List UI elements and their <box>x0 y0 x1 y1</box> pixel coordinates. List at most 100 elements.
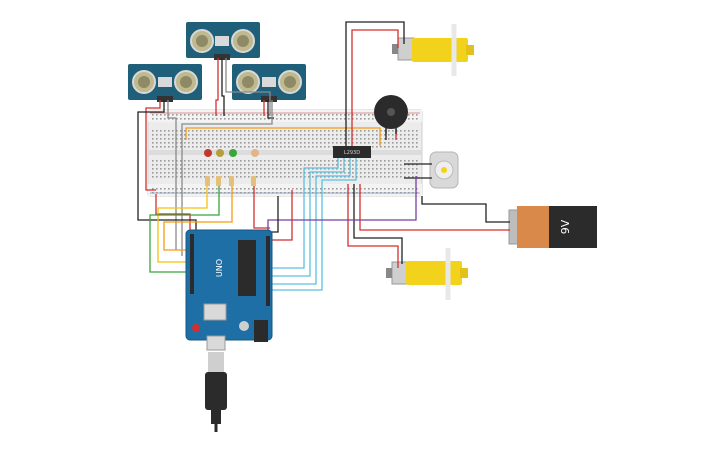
breadboard-hole <box>188 168 190 170</box>
breadboard-hole <box>380 138 382 140</box>
breadboard-hole <box>388 168 390 170</box>
breadboard-hole <box>196 164 198 166</box>
breadboard-hole <box>244 176 246 178</box>
breadboard-hole <box>232 142 234 144</box>
breadboard-hole <box>168 168 170 170</box>
breadboard-hole <box>224 176 226 178</box>
breadboard-hole <box>352 176 354 178</box>
ultrasonic-sensor-left[interactable] <box>128 64 202 102</box>
breadboard-hole <box>372 142 374 144</box>
breadboard-hole <box>248 118 250 120</box>
breadboard-hole <box>208 134 210 136</box>
breadboard-hole <box>332 192 334 194</box>
battery-9v[interactable]: 9V <box>508 206 597 248</box>
breadboard-hole <box>416 172 418 174</box>
breadboard-hole <box>316 146 318 148</box>
breadboard-hole <box>408 176 410 178</box>
arduino-uno-board[interactable]: UNO <box>185 229 273 342</box>
breadboard-hole <box>208 168 210 170</box>
led-red[interactable] <box>204 149 212 157</box>
breadboard-hole <box>268 192 270 194</box>
led-yellow[interactable] <box>216 149 224 157</box>
breadboard-hole <box>320 192 322 194</box>
breadboard-hole <box>276 188 278 190</box>
breadboard-hole <box>164 192 166 194</box>
breadboard-hole <box>336 142 338 144</box>
breadboard-hole <box>372 188 374 190</box>
breadboard-hole <box>196 192 198 194</box>
ultrasonic-sensor-right[interactable] <box>232 64 306 102</box>
breadboard-hole <box>372 114 374 116</box>
breadboard-hole <box>344 114 346 116</box>
breadboard-hole <box>260 192 262 194</box>
breadboard-hole <box>284 118 286 120</box>
breadboard-hole <box>288 118 290 120</box>
breadboard-hole <box>212 176 214 178</box>
breadboard-hole <box>388 138 390 140</box>
breadboard-hole <box>224 134 226 136</box>
breadboard-hole <box>376 192 378 194</box>
breadboard-hole <box>388 134 390 136</box>
breadboard-hole <box>300 168 302 170</box>
breadboard-hole <box>244 172 246 174</box>
breadboard-hole <box>216 188 218 190</box>
breadboard-hole <box>160 192 162 194</box>
breadboard-hole <box>408 172 410 174</box>
breadboard-hole <box>416 168 418 170</box>
led-green[interactable] <box>229 149 237 157</box>
breadboard-hole <box>400 138 402 140</box>
breadboard-hole <box>272 176 274 178</box>
breadboard-hole <box>180 172 182 174</box>
breadboard-hole <box>396 164 398 166</box>
breadboard-hole <box>176 130 178 132</box>
gear-motor-bottom[interactable] <box>386 248 468 300</box>
breadboard-hole <box>316 172 318 174</box>
breadboard-hole <box>408 188 410 190</box>
breadboard-hole <box>216 114 218 116</box>
breadboard-hole <box>248 164 250 166</box>
gear-motor-top[interactable] <box>392 24 474 76</box>
breadboard-hole <box>384 130 386 132</box>
breadboard-hole <box>168 164 170 166</box>
dc-motor[interactable] <box>429 151 459 189</box>
breadboard-hole <box>260 142 262 144</box>
breadboard-hole <box>248 176 250 178</box>
breadboard-hole <box>228 138 230 140</box>
breadboard-hole <box>256 118 258 120</box>
breadboard-hole <box>224 192 226 194</box>
breadboard-hole <box>324 192 326 194</box>
breadboard-hole <box>372 160 374 162</box>
breadboard-hole <box>188 142 190 144</box>
breadboard-hole <box>164 138 166 140</box>
breadboard-hole <box>152 160 154 162</box>
breadboard-hole <box>260 130 262 132</box>
breadboard-hole <box>200 142 202 144</box>
breadboard-hole <box>224 142 226 144</box>
breadboard-hole <box>164 118 166 120</box>
breadboard-hole <box>272 164 274 166</box>
breadboard-hole <box>308 118 310 120</box>
breadboard-hole <box>264 130 266 132</box>
breadboard-hole <box>244 160 246 162</box>
breadboard-hole <box>416 142 418 144</box>
breadboard-hole <box>340 168 342 170</box>
breadboard-hole <box>364 188 366 190</box>
ultrasonic-sensor-top[interactable] <box>186 22 260 60</box>
breadboard-hole <box>404 160 406 162</box>
breadboard-hole <box>372 118 374 120</box>
breadboard-hole <box>384 142 386 144</box>
breadboard-hole <box>300 130 302 132</box>
photoresistor[interactable] <box>251 149 259 157</box>
breadboard-hole <box>284 172 286 174</box>
motor-driver-chip[interactable]: L293D <box>333 146 371 158</box>
breadboard-hole <box>304 138 306 140</box>
piezo-buzzer[interactable] <box>374 95 408 134</box>
breadboard-hole <box>284 114 286 116</box>
breadboard-hole <box>176 188 178 190</box>
breadboard-hole <box>280 164 282 166</box>
breadboard-hole <box>336 188 338 190</box>
breadboard-hole <box>280 176 282 178</box>
breadboard-hole <box>256 134 258 136</box>
breadboard-hole <box>368 134 370 136</box>
breadboard-hole <box>192 114 194 116</box>
